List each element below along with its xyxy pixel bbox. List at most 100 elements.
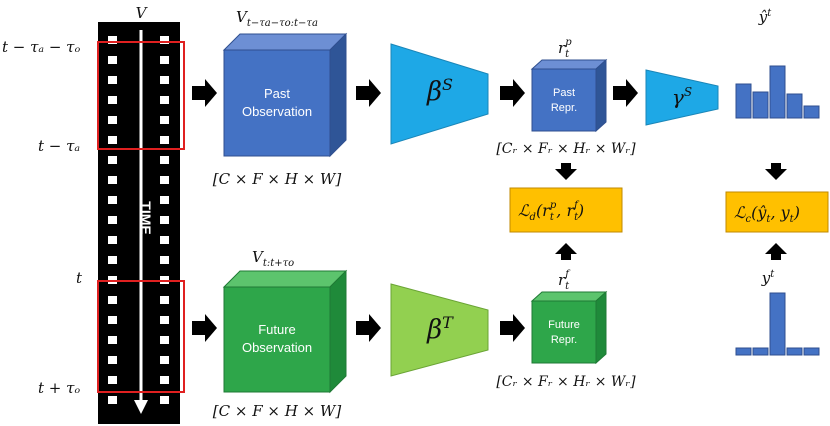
t-past-start: t − τₐ − τₒ	[2, 38, 80, 56]
film-sprocket-hole	[160, 96, 169, 104]
pred-bar-3	[769, 65, 786, 119]
pred-bar-2	[752, 91, 769, 119]
film-sprocket-hole	[108, 56, 117, 64]
film-sprocket-hole	[108, 216, 117, 224]
time-label: TIME	[138, 201, 154, 234]
past-repr-line1: Past	[553, 87, 575, 99]
t-past-end: t − τₐ	[38, 137, 80, 155]
arrow-pred-to-loss	[765, 163, 787, 180]
pred-histogram	[735, 65, 820, 119]
svg-text:Vt:t+τo: Vt:t+τo	[252, 248, 294, 269]
film-sprocket-hole	[160, 296, 169, 304]
pred-bar-4	[786, 93, 803, 119]
future-window-highlight	[97, 280, 185, 393]
gt-bar-3	[769, 292, 786, 356]
past-encoder: βS	[390, 43, 489, 145]
film-sprocket-hole	[108, 396, 117, 404]
film-sprocket-hole	[160, 396, 169, 404]
pred-bar-1	[735, 83, 752, 119]
future-dims: [C × F × H × W]	[213, 402, 342, 420]
future-repr-line1: Future	[548, 319, 580, 331]
t-future-start: t	[76, 269, 83, 287]
film-sprocket-hole	[160, 336, 169, 344]
film-sprocket-hole	[108, 96, 117, 104]
svg-text:ŷt: ŷt	[758, 8, 772, 26]
film-sprocket-hole	[160, 316, 169, 324]
film-sprocket-hole	[160, 136, 169, 144]
svg-text:βS: βS	[426, 75, 453, 107]
future-repr-cube: Future Repr.	[530, 290, 608, 365]
svg-text:ℒd(rtp, rtf): ℒd(rtp, rtf)	[518, 200, 584, 223]
film-sprocket-hole	[160, 256, 169, 264]
arrow-past-to-encoder	[356, 79, 381, 107]
film-sprocket-hole	[160, 196, 169, 204]
film-sprocket-hole	[160, 216, 169, 224]
svg-text:γS: γS	[672, 85, 692, 109]
film-sprocket-hole	[160, 56, 169, 64]
past-repr-dims: [Cᵣ × Fᵣ × Hᵣ × Wᵣ]	[496, 141, 636, 157]
future-observation-cube: Future Observation	[222, 269, 348, 394]
time-labels: t − τₐ − τₒ t − τₐ t t + τₒ	[2, 38, 83, 397]
past-cube-line2: Observation	[242, 104, 312, 119]
film-sprocket-hole	[160, 376, 169, 384]
arrow-future-repr-to-loss	[555, 243, 577, 260]
film-sprocket-hole	[108, 36, 117, 44]
future-clip-label: Vt:t+τo	[252, 248, 294, 269]
past-repr-line2: Repr.	[551, 102, 577, 114]
past-head: γS	[645, 69, 719, 126]
film-sprocket-hole	[108, 336, 117, 344]
film-sprocket-hole	[108, 156, 117, 164]
arrow-gt-to-loss	[765, 243, 787, 260]
gt-bar-5	[803, 347, 820, 356]
film-sprocket-hole	[108, 176, 117, 184]
film-sprocket-hole	[108, 256, 117, 264]
arrow-repr-to-head	[613, 79, 638, 107]
t-future-end: t + τₒ	[38, 379, 80, 397]
svg-text:ℒc(ŷt, yt): ℒc(ŷt, yt)	[734, 203, 800, 225]
past-repr-label: rtp	[558, 37, 572, 60]
arrow-film-to-past	[192, 79, 217, 107]
gt-bar-2	[752, 347, 769, 356]
film-sprocket-hole	[108, 296, 117, 304]
past-repr-cube: Past Repr.	[530, 58, 608, 133]
film-sprocket-hole	[160, 236, 169, 244]
film-sprocket-hole	[108, 76, 117, 84]
pred-bar-5	[803, 105, 820, 119]
past-window-highlight	[97, 41, 185, 150]
gt-bar-4	[786, 347, 803, 356]
arrow-encoder-to-future-repr	[500, 314, 525, 342]
svg-text:yt: yt	[761, 269, 775, 287]
film-sprocket-hole	[160, 176, 169, 184]
pred-label: ŷt	[758, 8, 772, 26]
svg-text:Vt−τa−τo:t−τa: Vt−τa−τo:t−τa	[236, 8, 318, 29]
gt-bar-1	[735, 347, 752, 356]
svg-text:rtp: rtp	[558, 37, 572, 60]
film-sprocket-hole	[160, 36, 169, 44]
film-sprocket-hole	[108, 136, 117, 144]
gt-label: yt	[761, 269, 775, 287]
past-dims: [C × F × H × W]	[213, 170, 342, 188]
film-sprocket-hole	[108, 236, 117, 244]
film-sprocket-hole	[108, 116, 117, 124]
arrow-encoder-to-past-repr	[500, 79, 525, 107]
future-cube-line1: Future	[258, 322, 296, 337]
future-repr-dims: [Cᵣ × Fᵣ × Hᵣ × Wᵣ]	[496, 374, 636, 390]
past-observation-cube: Past Observation	[222, 32, 348, 158]
future-cube-line2: Observation	[242, 340, 312, 355]
film-strip: TIME V	[97, 4, 185, 424]
distill-loss-box: ℒd(rtp, rtf)	[509, 187, 623, 233]
film-sprocket-hole	[160, 76, 169, 84]
film-sprocket-hole	[108, 356, 117, 364]
future-repr-label: rtf	[558, 269, 571, 292]
film-sprocket-hole	[108, 376, 117, 384]
future-encoder: βT	[390, 283, 489, 377]
past-cube-line1: Past	[264, 86, 290, 101]
arrow-past-repr-to-loss	[555, 163, 577, 180]
film-sprocket-hole	[160, 356, 169, 364]
arrow-film-to-future	[192, 314, 217, 342]
gt-histogram	[735, 292, 820, 356]
arrow-future-to-encoder	[356, 314, 381, 342]
film-label: V	[136, 4, 149, 22]
